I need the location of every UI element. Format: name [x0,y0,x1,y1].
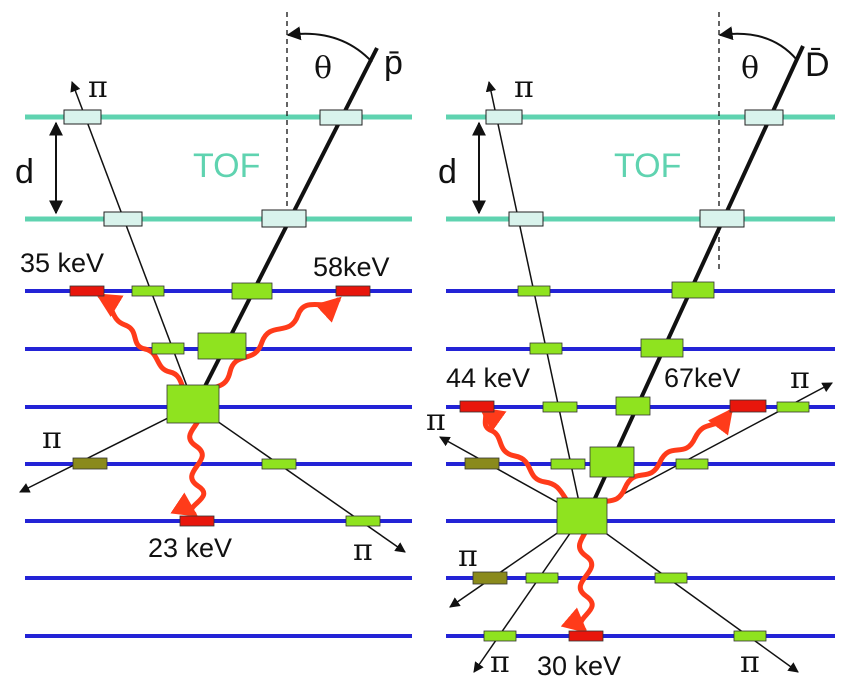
pion-track-up [485,80,583,517]
pion-label: π [353,533,373,568]
tof-label: TOF [193,147,260,185]
xray-energy-label: 30 keV [537,651,621,681]
track-hit [654,572,688,584]
track-hit [483,630,517,642]
angle-label: θ [314,51,332,86]
annihilation-vertex [556,497,608,535]
pion-track-lower-right [581,515,799,673]
track-hit [231,282,273,300]
tof-label: TOF [614,147,681,185]
track-hit [640,338,684,358]
track-hit [131,285,165,297]
track-hit [542,401,578,413]
track-hit [345,515,381,527]
angle-arc [286,26,373,63]
pion-track-down [473,515,583,673]
xray-hit [568,630,604,642]
pion-track-right [193,404,406,553]
annihilation-vertex [166,384,220,424]
angle-label: θ [741,51,759,86]
pion-label: π [790,361,810,396]
xray-paths [95,293,342,517]
xray-hit [69,285,105,297]
pion-track-left [19,404,195,493]
tof-hit [261,209,307,228]
track-hit [776,401,810,413]
pion-label: π [514,70,534,105]
track-hit [589,446,635,478]
xray-energy-label: 23 keV [148,533,232,563]
track-hit [733,630,767,642]
xray-hit [335,285,371,297]
tof-hit [319,109,363,126]
pion-label: π [740,645,760,680]
particle-label: p̄ [384,44,403,82]
pion-label: π [88,70,108,105]
track-hit [529,342,563,355]
xray-energy-label: 58keV [313,252,390,282]
pion-track-up [70,81,195,406]
angle-arc [718,26,798,61]
distance-label: d [438,153,457,191]
track-hit [197,332,247,360]
track-hit [615,396,651,416]
right-panel: θ D̄ d TOF [426,12,835,681]
tof-hit [485,109,523,125]
track-hit [525,572,559,584]
pion-label: π [426,403,446,438]
xray-paths [478,407,734,634]
pion-hit-dark [472,571,508,585]
tof-hit [508,211,544,227]
track-hit [151,342,185,355]
distance-label: d [15,153,34,191]
xray-hit [729,399,767,413]
left-panel: θ p̄ d TOF [15,12,412,638]
xray-energy-label: 35 keV [20,248,104,278]
xray-energy-label: 67keV [664,363,741,393]
tof-hit [699,209,745,228]
track-hit [261,458,297,470]
pion-hit-dark [464,457,500,470]
pion-label: π [490,645,510,680]
pion-label: π [42,421,62,456]
track-hit [671,281,715,299]
track-hit [550,458,586,470]
xray-hit [459,400,495,413]
tof-hit [744,109,784,126]
xray-hit [179,515,215,527]
xray-energy-label: 44 keV [446,363,530,393]
pion-label: π [458,539,478,574]
track-hit [675,458,709,470]
tof-hit [103,211,143,227]
pion-hit-dark [72,457,108,470]
tof-hit [63,109,102,125]
track-hit [517,285,551,297]
particle-label: D̄ [805,46,830,84]
